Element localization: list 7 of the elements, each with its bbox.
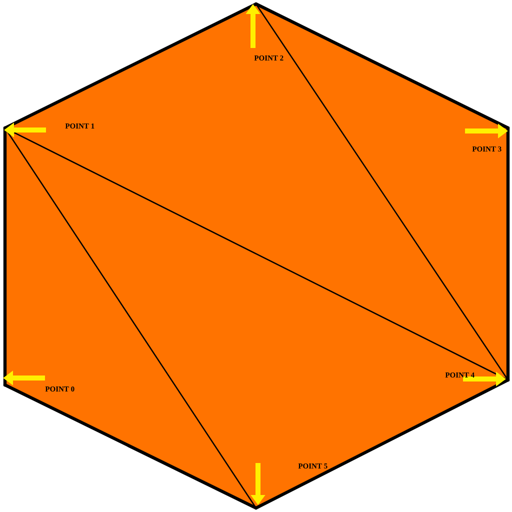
hexagon-side [254, 378, 510, 510]
diagonal-line [255, 4, 509, 380]
hexagon-side [3, 126, 7, 387]
hexagon-side [3, 2, 258, 130]
hexagon-side [506, 126, 510, 382]
hexagon-side [254, 2, 510, 130]
hexagon-side [3, 383, 258, 510]
